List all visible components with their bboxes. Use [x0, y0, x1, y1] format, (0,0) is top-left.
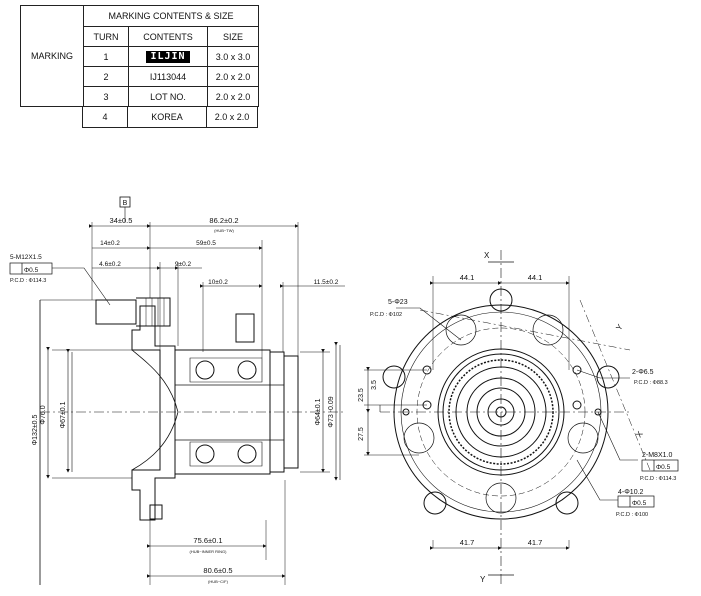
- holes-pcd: P.C.D : Φ102: [370, 312, 402, 318]
- marking-table: MARKING MARKING CONTENTS & SIZE TURN CON…: [20, 5, 259, 107]
- size-cell: 2.0 x 2.0: [206, 106, 258, 128]
- pin-pcd: P.C.D : Φ88.3: [634, 380, 668, 386]
- dim-75-6: 75.6±0.1: [193, 536, 222, 545]
- bolt-hole: [489, 288, 513, 312]
- y-label-bottom: Y: [480, 575, 486, 584]
- flange-outline: [131, 305, 176, 521]
- iljin-logo: ILJIN: [146, 50, 190, 63]
- hole10-label: 4-Φ10.2: [618, 489, 644, 496]
- contents-cell: ILJIN: [128, 46, 208, 67]
- dia-73: Φ73 -0.09: [328, 396, 335, 427]
- m8-pcd: P.C.D : Φ114.3: [640, 476, 676, 482]
- bolt-hole: [382, 365, 406, 389]
- dia-64: Φ64±0.1: [315, 398, 322, 425]
- datum-label: B: [123, 200, 128, 207]
- holes-label: 5-Φ23: [388, 299, 408, 306]
- dim-86-sub: (HUB~TW): [214, 228, 234, 233]
- dim-3-5: 3.5: [371, 380, 378, 390]
- bolt-hole: [596, 365, 620, 389]
- dim-11-5: 11.5±0.2: [314, 279, 339, 286]
- bearing-ball: [237, 444, 257, 464]
- hole10-tolerance: Φ0.5: [632, 500, 647, 507]
- marking-table-last-row: 4 KOREA 2.0 x 2.0: [82, 106, 258, 128]
- dim-86: 86.2±0.2: [209, 216, 238, 225]
- dim-44-1-right: 44.1: [528, 273, 543, 282]
- front-view: [364, 250, 679, 585]
- wheel-stud: [95, 299, 137, 325]
- marking-row-header: MARKING: [20, 5, 84, 107]
- dim-80-6-sub: (HUB~C/F): [208, 579, 229, 584]
- y-label-right: Y: [614, 322, 625, 332]
- dim-23-5: 23.5: [358, 388, 365, 402]
- dim-27-5: 27.5: [358, 427, 365, 441]
- x-label-right: X: [634, 429, 645, 439]
- turn-cell: 4: [82, 106, 128, 128]
- x-label-top: X: [484, 251, 490, 260]
- dim-34: 34±0.5: [110, 216, 133, 225]
- flange-outer-circle: [393, 304, 609, 520]
- dim-9: 9±0.2: [175, 261, 192, 268]
- tone-ring: [448, 359, 554, 465]
- bolt-hole: [555, 491, 579, 515]
- dim-14: 14±0.2: [100, 240, 120, 247]
- dim-41-7-left: 41.7: [460, 538, 475, 547]
- m8-tolerance: Φ0.5: [656, 464, 671, 471]
- bearing-ball: [237, 360, 257, 380]
- bolt-tolerance: Φ0.5: [24, 267, 39, 274]
- hole10-pcd: P.C.D : Φ100: [616, 512, 648, 518]
- center-bore: [487, 398, 515, 426]
- dim-80-6: 80.6±0.5: [203, 566, 232, 575]
- m8-label: 2-M8X1.0: [642, 452, 672, 459]
- bearing-ball: [195, 360, 215, 380]
- bearing-ball: [195, 444, 215, 464]
- bolt-pcd: P.C.D : Φ114.3: [10, 278, 46, 284]
- dim-41-7-right: 41.7: [528, 538, 543, 547]
- side-view: [9, 196, 345, 585]
- dim-75-6-sub: (HUB~INNER RING): [189, 549, 227, 554]
- side-view-labels: B 34±0.5 86.2±0.2 (HUB~TW) 14±0.2 59±0.5…: [10, 200, 339, 584]
- pin-label: 2-Φ6.5: [632, 369, 654, 376]
- dia-76: Φ76.0: [40, 405, 47, 424]
- dim-10: 10±0.2: [208, 279, 228, 286]
- bolt-hole: [423, 491, 447, 515]
- dia-132: Φ132±0.5: [32, 414, 39, 445]
- dia-67: Φ67±0.1: [60, 401, 67, 428]
- dim-59: 59±0.5: [196, 240, 216, 247]
- bolt-label: 5-M12X1.5: [10, 254, 42, 261]
- front-view-labels: X Y Y X 44.1 44.1 5-Φ23 P.C.D : Φ102 2-Φ…: [358, 251, 676, 584]
- dim-46: 4.6±0.2: [99, 261, 121, 268]
- dim-44-1-left: 44.1: [460, 273, 475, 282]
